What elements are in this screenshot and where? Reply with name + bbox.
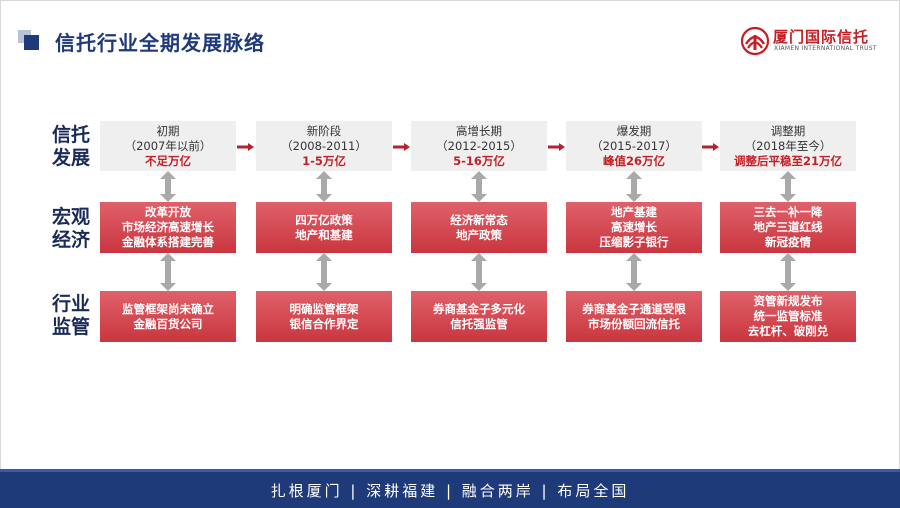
trust-logo-icon bbox=[740, 26, 770, 56]
double-arrow-icon bbox=[780, 253, 796, 291]
double-arrow-icon bbox=[316, 171, 332, 202]
double-arrow-icon bbox=[160, 253, 176, 291]
stage-box-4: 爆发期（2015-2017）峰值26万亿 bbox=[566, 121, 702, 171]
stage-box-3: 高增长期（2012-2015）5-16万亿 bbox=[411, 121, 547, 171]
macro-box-4: 地产基建高速增长压缩影子银行 bbox=[566, 202, 702, 253]
double-arrow-icon bbox=[471, 171, 487, 202]
regulation-box-1: 监管框架尚未确立金融百货公司 bbox=[100, 291, 236, 342]
regulation-box-2: 明确监管框架银信合作界定 bbox=[256, 291, 392, 342]
stage-box-2: 新阶段（2008-2011）1-5万亿 bbox=[256, 121, 392, 171]
regulation-box-3: 券商基金子多元化信托强监管 bbox=[411, 291, 547, 342]
row-label-macro: 宏观经济 bbox=[51, 206, 90, 251]
stage-box-5: 调整期（2018年至今）调整后平稳至21万亿 bbox=[720, 121, 856, 171]
double-arrow-icon bbox=[471, 253, 487, 291]
logo-english-name: XIAMEN INTERNATIONAL TRUST bbox=[774, 45, 877, 52]
row-label-trust: 信托发展 bbox=[51, 124, 90, 169]
macro-box-3: 经济新常态地产政策 bbox=[411, 202, 547, 253]
company-logo: 厦门国际信托 XIAMEN INTERNATIONAL TRUST bbox=[740, 24, 890, 58]
footer-bar: 扎根厦门 | 深耕福建 | 融合两岸 | 布局全国 bbox=[0, 469, 900, 508]
double-arrow-icon bbox=[160, 171, 176, 202]
arrow-right-icon bbox=[702, 143, 719, 151]
arrow-right-icon bbox=[393, 143, 410, 151]
double-arrow-icon bbox=[780, 171, 796, 202]
stage-box-1: 初期（2007年以前）不足万亿 bbox=[100, 121, 236, 171]
footer-slogan: 扎根厦门 | 深耕福建 | 融合两岸 | 布局全国 bbox=[270, 482, 630, 500]
regulation-box-4: 券商基金子通道受限市场份额回流信托 bbox=[566, 291, 702, 342]
macro-box-1: 改革开放市场经济高速增长金融体系搭建完善 bbox=[100, 202, 236, 253]
arrow-right-icon bbox=[548, 143, 565, 151]
page-title: 信托行业全期发展脉络 bbox=[55, 31, 265, 55]
title-square-icon bbox=[18, 30, 42, 50]
arrow-right-icon bbox=[237, 143, 254, 151]
double-arrow-icon bbox=[626, 171, 642, 202]
macro-box-5: 三去一补一降地产三道红线新冠疫情 bbox=[720, 202, 856, 253]
double-arrow-icon bbox=[316, 253, 332, 291]
double-arrow-icon bbox=[626, 253, 642, 291]
logo-name: 厦门国际信托 bbox=[773, 28, 870, 46]
macro-box-2: 四万亿政策地产和基建 bbox=[256, 202, 392, 253]
regulation-box-5: 资管新规发布统一监管标准去杠杆、破刚兑 bbox=[720, 291, 856, 342]
row-label-regulation: 行业监管 bbox=[51, 293, 90, 338]
